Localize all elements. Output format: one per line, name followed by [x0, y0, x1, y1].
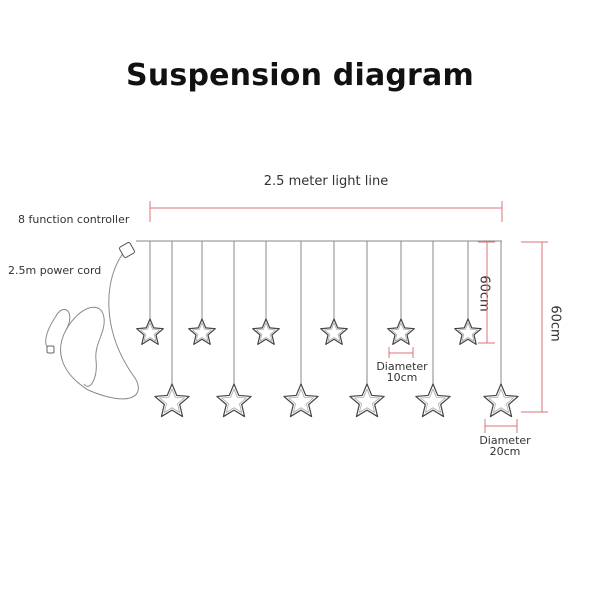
large-star-icon [483, 383, 519, 418]
large-star-icon-inner-outline [288, 388, 314, 413]
controller-box-icon [119, 242, 135, 258]
large-star-icon [283, 383, 319, 418]
large-star-icon-outline [216, 383, 252, 418]
large-star-icon-inner-outline [420, 388, 446, 413]
large-star-diameter-value: 20cm [489, 445, 521, 458]
small-star-icon-outline [320, 318, 348, 345]
power-cord [45, 251, 139, 400]
page-title: Suspension diagram [126, 58, 474, 93]
small-star-icon-outline [387, 318, 415, 345]
stars [136, 318, 519, 418]
light-line-label: 2.5 meter light line [263, 174, 389, 189]
controller-label: 8 function controller [18, 213, 130, 226]
small-star-icon [252, 318, 280, 345]
large-star-icon-inner-outline [159, 388, 185, 413]
large-star-diameter-label: Diameter 20cm [470, 435, 540, 457]
power-cord-label: 2.5m power cord [8, 264, 102, 277]
small-star-icon-outline [454, 318, 482, 345]
small-star-icon-inner-outline [140, 322, 160, 342]
dimension-lines [149, 201, 548, 433]
small-star-diameter-value: 10cm [386, 371, 418, 384]
small-star-icon-inner-outline [256, 322, 276, 342]
power-cord-loop [65, 306, 105, 387]
small-star-icon-inner-outline [324, 322, 344, 342]
large-star-icon-outline [283, 383, 319, 418]
large-star-icon-inner-outline [488, 388, 514, 413]
small-star-diameter-word: Diameter [376, 360, 428, 373]
large-star-icon-outline [415, 383, 451, 418]
large-star-icon [415, 383, 451, 418]
small-star-icon-outline [252, 318, 280, 345]
large-star-icon-inner-outline [354, 388, 380, 413]
large-star-icon-outline [349, 383, 385, 418]
small-star-icon-outline [188, 318, 216, 345]
small-star-icon-outline [136, 318, 164, 345]
small-star-diameter-label: Diameter 10cm [372, 361, 432, 383]
small-star-icon [454, 318, 482, 345]
small-star-icon [320, 318, 348, 345]
small-star-icon [387, 318, 415, 345]
large-star-icon-inner-outline [221, 388, 247, 413]
small-star-icon-inner-outline [391, 322, 411, 342]
small-star-icon [136, 318, 164, 345]
large-star-diameter-word: Diameter [479, 434, 531, 447]
small-star-icon-inner-outline [458, 322, 478, 342]
small-star-icon [188, 318, 216, 345]
large-star-icon-outline [154, 383, 190, 418]
large-star-icon [154, 383, 190, 418]
large-star-icon [349, 383, 385, 418]
large-star-icon [216, 383, 252, 418]
star-strands [149, 241, 502, 384]
power-plug-icon [46, 345, 55, 354]
large-star-icon-outline [483, 383, 519, 418]
wiring [45, 240, 502, 400]
small-star-icon-inner-outline [192, 322, 212, 342]
